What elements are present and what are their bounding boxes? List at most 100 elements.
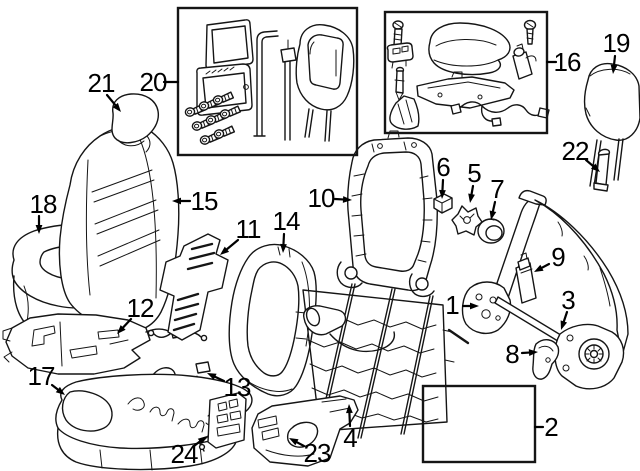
callout-13-arrowhead: [207, 373, 217, 380]
callout-4-arrowhead: [346, 404, 353, 414]
callout-12-number[interactable]: 12: [127, 293, 155, 323]
callout-6-number[interactable]: 6: [436, 152, 451, 182]
callout-6-arrowhead: [439, 189, 446, 199]
adjuster-bracket-5: [451, 205, 483, 236]
callout-1-number[interactable]: 1: [445, 290, 460, 320]
mount-bracket-wire: [253, 30, 279, 137]
callout-3[interactable]: 3: [560, 285, 576, 330]
seat-back-cover-14: [228, 243, 317, 397]
back-heater-pad-11: [147, 233, 229, 341]
callout-13[interactable]: 13: [207, 372, 252, 402]
callout-18[interactable]: 18: [30, 189, 58, 234]
seat-frame-assembly-1: [447, 189, 629, 390]
callout-5-number[interactable]: 5: [467, 158, 482, 188]
callout-1[interactable]: 1: [445, 290, 479, 320]
callout-9-number[interactable]: 9: [551, 242, 566, 272]
callout-19-number[interactable]: 19: [603, 28, 631, 58]
callout-22-number[interactable]: 22: [562, 136, 590, 166]
seat-cushion-cover-17: [55, 373, 253, 471]
callout-23-arrowhead: [289, 438, 299, 446]
callout-13-number[interactable]: 13: [224, 372, 252, 402]
callout-17-arrowhead: [55, 386, 65, 395]
seat-assembly-drawing: [11, 93, 180, 345]
callout-22[interactable]: 22: [562, 136, 600, 172]
callout-15-number[interactable]: 15: [191, 186, 219, 216]
callout-8-arrowhead: [528, 349, 538, 356]
callout-11-number[interactable]: 11: [236, 214, 263, 244]
callout-14[interactable]: 14: [273, 206, 301, 253]
callout-6[interactable]: 6: [436, 152, 451, 199]
callout-23[interactable]: 23: [289, 438, 332, 468]
callout-3-arrowhead: [560, 320, 568, 330]
callout-21-leader: [105, 93, 118, 108]
callout-19-arrowhead: [610, 64, 618, 74]
callout-12[interactable]: 12: [117, 293, 155, 334]
guide-sleeve-22: [593, 148, 611, 192]
cushion-pad: [428, 22, 511, 76]
seat-back-frame-10: [336, 130, 438, 298]
callout-20-number[interactable]: 20: [140, 67, 168, 97]
callout-17[interactable]: 17: [28, 361, 65, 395]
callout-14-number[interactable]: 14: [273, 206, 301, 236]
callout-16-number[interactable]: 16: [554, 47, 582, 77]
callout-21[interactable]: 21: [88, 68, 121, 112]
callout-21-arrowhead: [112, 102, 121, 112]
callout-15[interactable]: 15: [172, 186, 219, 216]
switch-panel-24: [198, 392, 247, 452]
callout-11-leader: [224, 238, 240, 252]
callout-11-arrowhead: [220, 246, 230, 255]
callout-2-number[interactable]: 2: [544, 412, 559, 442]
headrest-cover-21: [111, 93, 160, 144]
callout-12-leader: [120, 317, 133, 330]
callout-14-arrowhead: [280, 243, 287, 253]
callout-10-number[interactable]: 10: [308, 183, 336, 213]
callout-15-arrowhead: [172, 197, 181, 205]
seat-pan: [416, 76, 515, 109]
seat-back-15: [58, 124, 180, 333]
callout-3-number[interactable]: 3: [561, 285, 576, 315]
callout-24-number[interactable]: 24: [171, 439, 199, 469]
side-bracket-8: [532, 339, 560, 380]
wiring-harness: [457, 101, 543, 117]
callout-21-number[interactable]: 21: [88, 68, 116, 98]
callout-10-arrowhead: [342, 196, 352, 203]
callout-7-arrowhead: [489, 210, 497, 220]
kit-box-2: [421, 384, 537, 464]
media-headrest: [295, 24, 355, 111]
callout-9-arrowhead: [534, 264, 544, 272]
callout-9[interactable]: 9: [534, 242, 566, 272]
callout-24-arrowhead: [197, 436, 207, 445]
callout-6-leader: [441, 178, 445, 194]
callout-4[interactable]: 4: [343, 404, 358, 453]
callout-17-number[interactable]: 17: [28, 361, 56, 391]
entertainment-kit-contents-20: [183, 19, 355, 146]
callout-14-leader: [282, 232, 286, 248]
callout-8-number[interactable]: 8: [505, 339, 520, 369]
callout-5[interactable]: 5: [467, 158, 482, 203]
callout-4-number[interactable]: 4: [343, 423, 358, 453]
callout-20[interactable]: 20: [140, 67, 180, 97]
callout-16[interactable]: 16: [545, 47, 582, 77]
callout-7-number[interactable]: 7: [490, 174, 505, 204]
cushion-kit-contents-16: [386, 19, 550, 130]
callout-19[interactable]: 19: [603, 28, 631, 74]
callout-12-arrowhead: [117, 325, 126, 334]
callout-23-number[interactable]: 23: [304, 438, 332, 468]
callout-10[interactable]: 10: [308, 183, 352, 213]
callout-11[interactable]: 11: [220, 214, 263, 255]
callout-18-arrowhead: [35, 225, 43, 234]
kit-box-16: [383, 10, 549, 135]
callout-7[interactable]: 7: [489, 174, 505, 220]
suspension-mat-4: [295, 283, 455, 439]
callout-8[interactable]: 8: [505, 339, 538, 369]
callout-1-arrowhead: [470, 302, 479, 310]
callout-18-number[interactable]: 18: [30, 189, 58, 219]
lumbar-motor-9: [515, 262, 537, 304]
knob-cap-7: [477, 218, 505, 244]
callout-5-arrowhead: [468, 193, 475, 203]
callout-24[interactable]: 24: [171, 436, 207, 469]
callout-2[interactable]: 2: [533, 412, 559, 442]
callout-22-arrowhead: [590, 163, 600, 172]
